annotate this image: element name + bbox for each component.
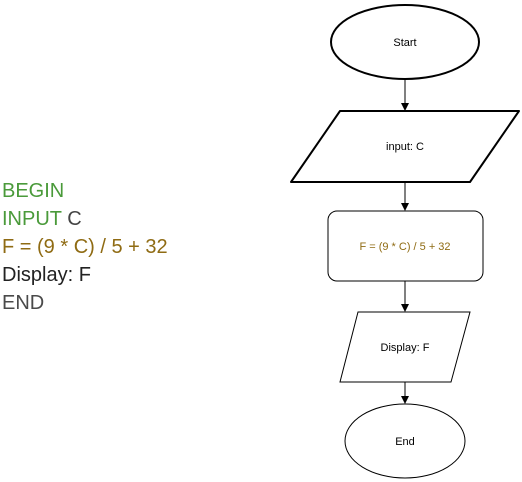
pseudocode-input-keyword: INPUT — [2, 208, 62, 230]
end-label: End — [395, 436, 415, 448]
pseudocode-begin: BEGIN — [2, 180, 65, 202]
input-parallelogram — [290, 110, 520, 183]
pseudocode-end: END — [2, 292, 45, 314]
start-label: Start — [393, 37, 416, 49]
pseudocode-input-variable: C — [67, 208, 82, 230]
process-label: F = (9 * C) / 5 + 32 — [359, 241, 450, 253]
pseudocode-display: Display: F — [2, 264, 91, 286]
pseudocode-input-line: INPUT C — [2, 205, 168, 233]
output-parallelogram — [339, 311, 471, 383]
end-terminal — [344, 403, 466, 479]
pseudocode-formula: F = (9 * C) / 5 + 32 — [2, 236, 168, 258]
pseudocode-block: BEGIN INPUT C F = (9 * C) / 5 + 32 Displ… — [2, 177, 168, 317]
output-label: Display: F — [381, 342, 430, 354]
input-label: input: C — [386, 141, 424, 153]
